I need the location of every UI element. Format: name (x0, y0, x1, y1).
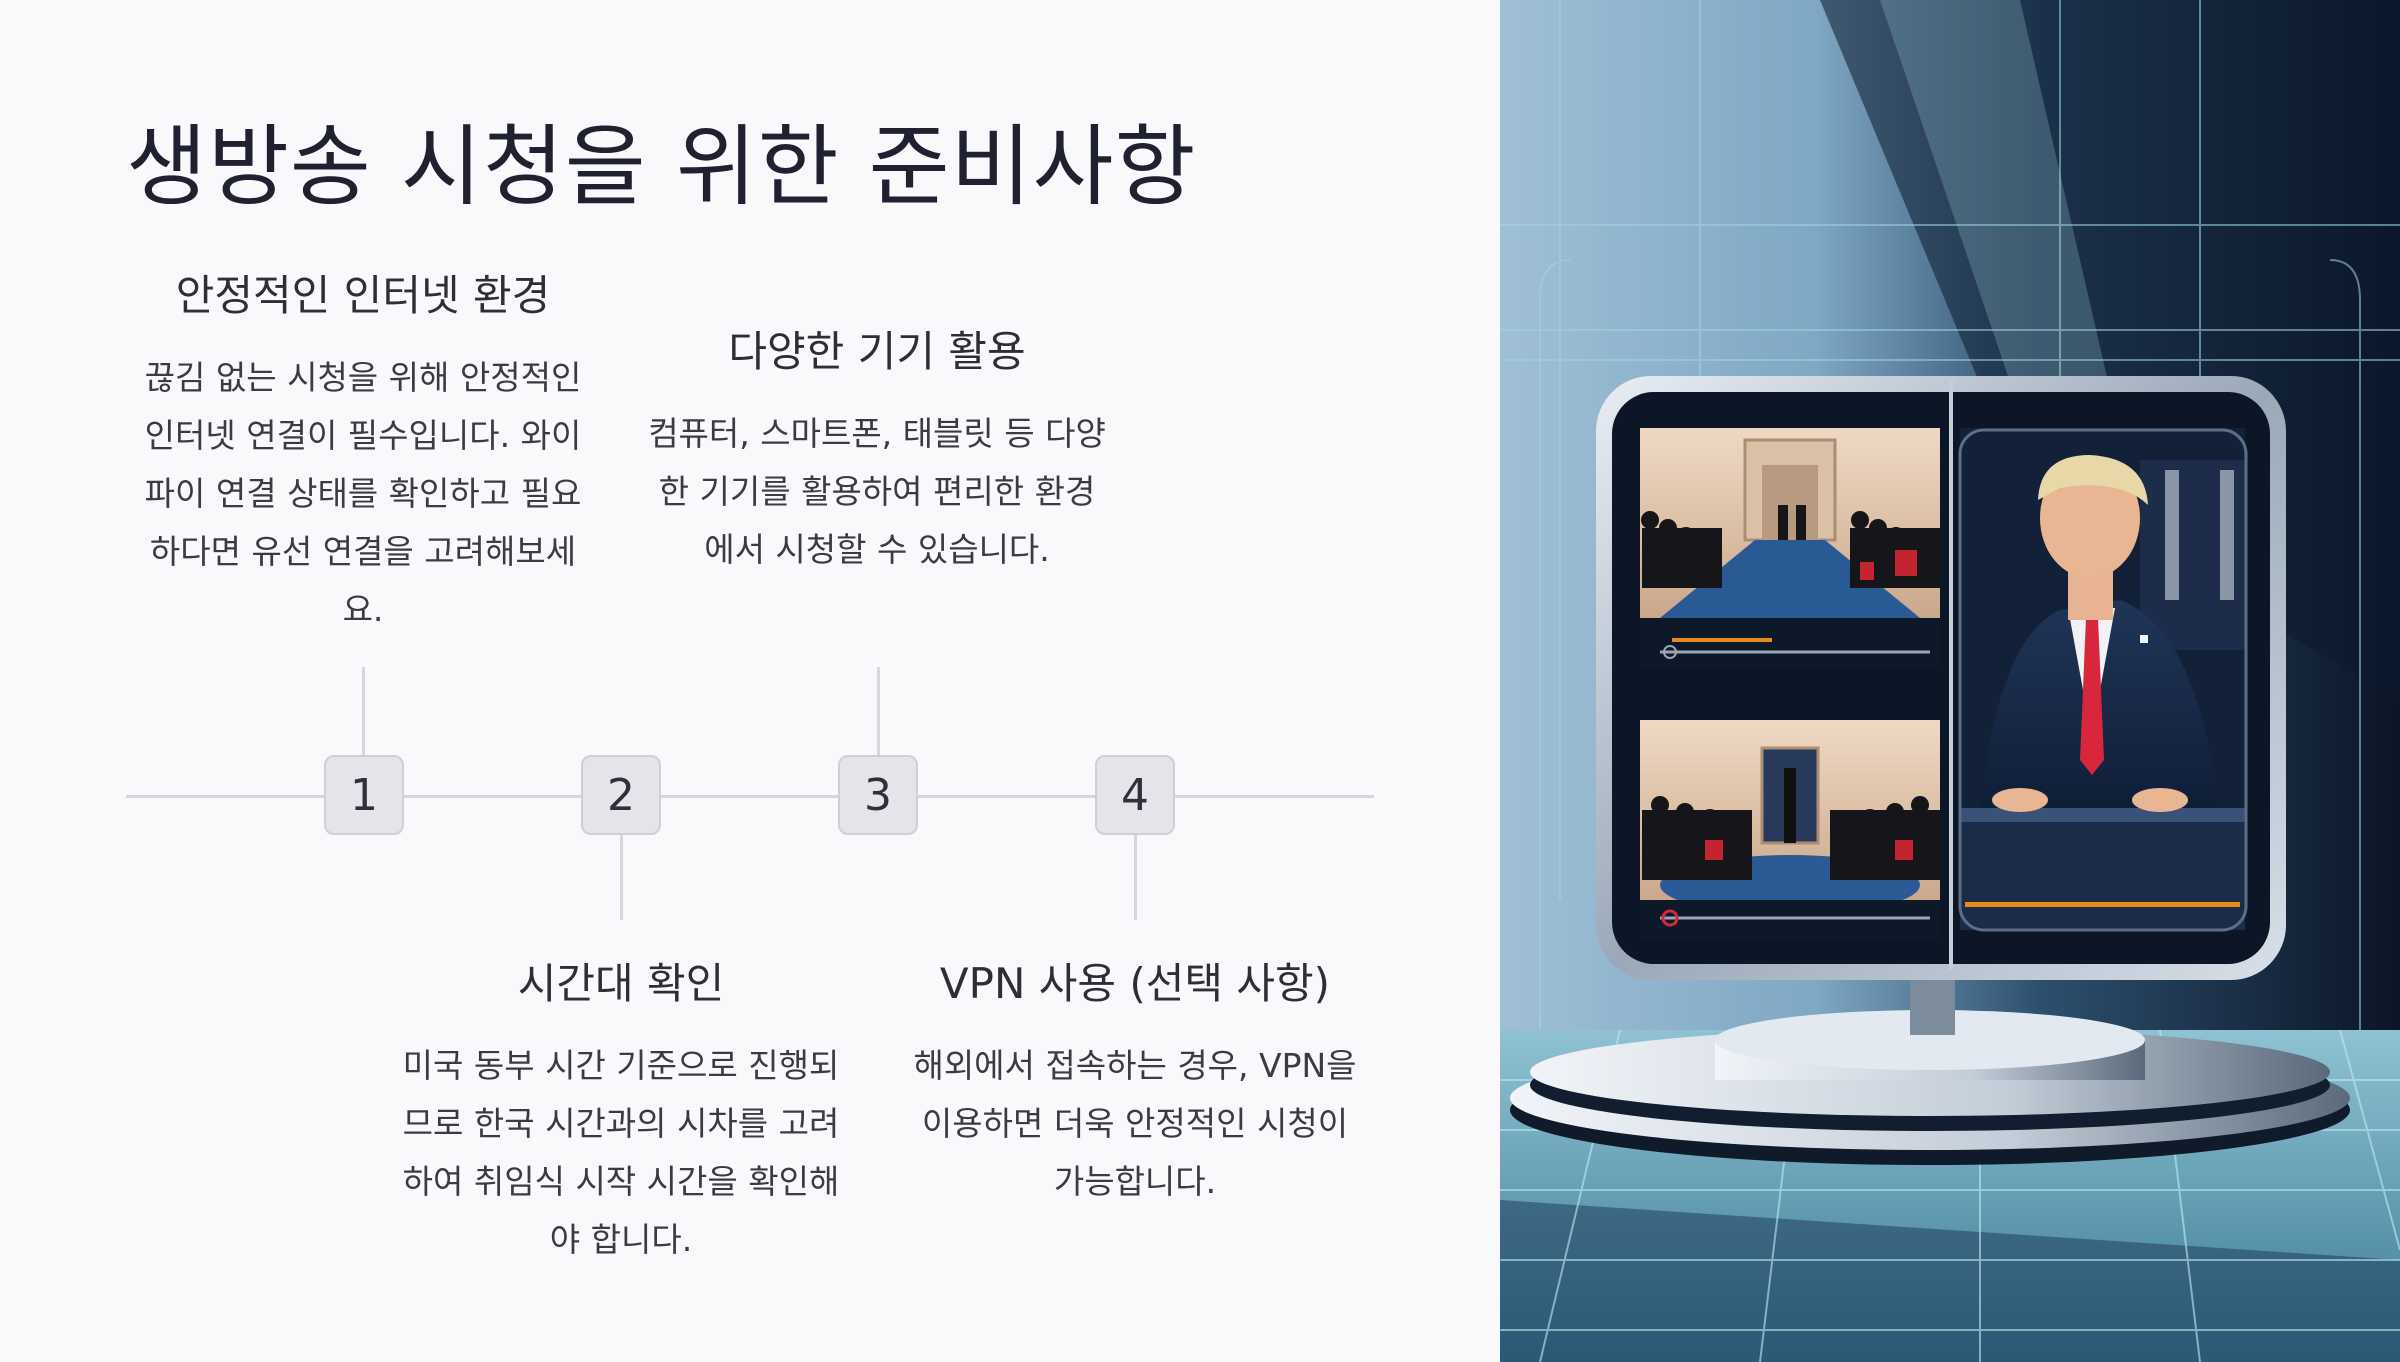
step-body-1: 끊김 없는 시청을 위해 안정적인 인터넷 연결이 필수입니다. 와이파이 연결… (144, 358, 582, 629)
step-card-1: 안정적인 인터넷 환경 끊김 없는 시청을 위해 안정적인 인터넷 연결이 필수… (133, 262, 593, 639)
step-heading-2: 시간대 확인 (517, 959, 725, 1008)
step-card-4: VPN 사용 (선택 사항) 해외에서 접속하는 경우, VPN을 이용하면 더… (905, 950, 1365, 1211)
step-body-3: 컴퓨터, 스마트폰, 태블릿 등 다양한 기기를 활용하여 편리한 환경에서 시… (648, 414, 1106, 569)
step-marker-1: 1 (324, 755, 404, 835)
broadcast-illustration (1500, 0, 2400, 1362)
timeline-connector-2 (620, 835, 623, 920)
timeline-connector-3 (877, 667, 880, 755)
step-marker-3: 3 (838, 755, 918, 835)
timeline-line (126, 795, 1374, 798)
timeline-connector-4 (1134, 835, 1137, 920)
timeline-connector-1 (362, 667, 365, 755)
step-card-3: 다양한 기기 활용 컴퓨터, 스마트폰, 태블릿 등 다양한 기기를 활용하여 … (647, 318, 1107, 579)
video-thumbnail-top (1640, 428, 1940, 618)
video-thumbnail-bottom (1640, 720, 1940, 915)
video-speaker (1960, 428, 2245, 930)
step-marker-4: 4 (1095, 755, 1175, 835)
step-marker-2: 2 (581, 755, 661, 835)
step-card-2: 시간대 확인 미국 동부 시간 기준으로 진행되므로 한국 시간과의 시차를 고… (391, 950, 851, 1269)
step-body-4: 해외에서 접속하는 경우, VPN을 이용하면 더욱 안정적인 시청이 가능합니… (913, 1046, 1357, 1201)
slide-title: 생방송 시청을 위한 준비사항 (126, 115, 1197, 218)
step-heading-4: VPN 사용 (선택 사항) (939, 959, 1331, 1008)
step-heading-3: 다양한 기기 활용 (728, 327, 1026, 376)
step-body-2: 미국 동부 시간 기준으로 진행되므로 한국 시간과의 시차를 고려하여 취임식… (402, 1046, 840, 1259)
step-heading-1: 안정적인 인터넷 환경 (175, 271, 551, 320)
